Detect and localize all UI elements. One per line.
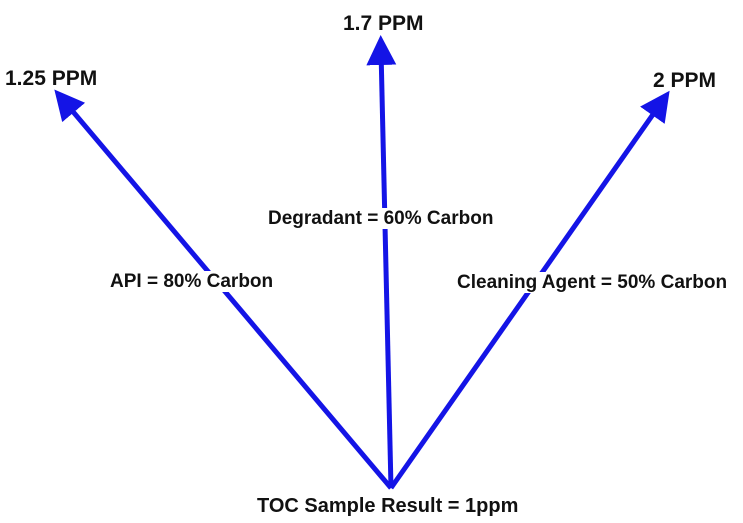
arrow-to-cleaning-agent xyxy=(388,90,670,490)
arrow-to-api xyxy=(54,89,393,490)
cleaning-agent-result-label: 2 PPM xyxy=(653,69,717,92)
cleaning-agent-carbon-label: Cleaning Agent = 50% Carbon xyxy=(455,272,730,293)
toc-sample-result-label: TOC Sample Result = 1ppm xyxy=(255,495,521,517)
api-result-label: 1.25 PPM xyxy=(5,67,98,90)
degradant-carbon-label: Degradant = 60% Carbon xyxy=(266,208,496,229)
degradant-result-label: 1.7 PPM xyxy=(343,12,424,35)
arrow-to-degradant xyxy=(366,35,397,489)
api-carbon-label: API = 80% Carbon xyxy=(108,271,276,292)
